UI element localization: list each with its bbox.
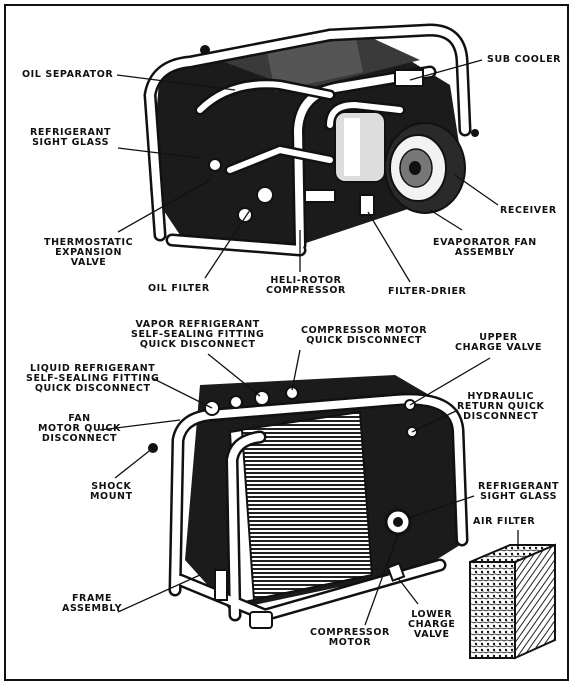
label-evaporator-fan-assembly: EVAPORATOR FAN ASSEMBLY xyxy=(433,237,537,258)
label-liquid-refrigerant-fitting: LIQUID REFRIGERANT SELF-SEALING FITTING … xyxy=(26,363,160,394)
label-oil-separator: OIL SEPARATOR xyxy=(22,69,114,80)
leader-vapor-fitting xyxy=(207,353,261,397)
leader-receiver xyxy=(454,174,499,206)
leader-upper-charge-valve xyxy=(409,357,491,406)
label-shock-mount: SHOCK MOUNT xyxy=(90,481,133,502)
label-air-filter: AIR FILTER xyxy=(473,516,536,527)
leader-sub-cooler xyxy=(409,59,483,81)
label-fan-motor-quick-disconnect: FAN MOTOR QUICK DISCONNECT xyxy=(38,413,121,444)
label-filter-drier: FILTER-DRIER xyxy=(388,286,467,297)
label-upper-charge-valve: UPPER CHARGE VALVE xyxy=(455,332,543,353)
label-oil-filter: OIL FILTER xyxy=(148,283,210,294)
label-sub-cooler: SUB COOLER xyxy=(487,54,562,65)
label-compressor-motor-quick-disconnect: COMPRESSOR MOTOR QUICK DISCONNECT xyxy=(301,325,428,346)
leader-oil-filter xyxy=(204,209,251,279)
leader-expansion-valve xyxy=(117,179,211,233)
lower-unit-drawing xyxy=(148,375,469,629)
label-refrigerant-sight-glass-bottom: REFRIGERANT SIGHT GLASS xyxy=(478,481,560,502)
leader-shock-mount xyxy=(114,447,154,479)
label-refrigerant-sight-glass-top: REFRIGERANT SIGHT GLASS xyxy=(30,127,112,148)
label-thermostatic-expansion-valve: THERMOSTATIC EXPANSION VALVE xyxy=(44,237,134,268)
leader-evaporator-fan xyxy=(429,209,463,231)
leader-compressor-motor xyxy=(364,533,399,626)
leader-fan-motor-qd xyxy=(99,419,181,431)
air-filter-drawing xyxy=(469,543,556,660)
label-lower-charge-valve: LOWER CHARGE VALVE xyxy=(408,609,456,640)
leader-frame-assembly xyxy=(117,574,201,613)
upper-unit-drawing xyxy=(143,23,479,257)
leader-lower-charge-valve xyxy=(397,577,419,605)
leader-sight-glass-top xyxy=(117,147,201,159)
label-receiver: RECEIVER xyxy=(500,205,557,216)
label-heli-rotor-compressor: HELI-ROTOR COMPRESSOR xyxy=(266,275,346,296)
label-vapor-refrigerant-fitting: VAPOR REFRIGERANT SELF-SEALING FITTING Q… xyxy=(131,319,265,350)
label-frame-assembly: FRAME ASSEMBLY xyxy=(62,593,123,614)
leader-compressor-motor-qd xyxy=(291,349,301,391)
leader-liquid-fitting xyxy=(151,377,213,409)
leader-filter-drier xyxy=(367,211,411,283)
leader-oil-separator xyxy=(116,74,236,91)
leader-sight-glass-bottom xyxy=(407,495,475,519)
leader-hydraulic-return xyxy=(411,409,459,433)
label-compressor-motor: COMPRESSOR MOTOR xyxy=(310,627,390,648)
label-hydraulic-return-quick-disconnect: HYDRAULIC RETURN QUICK DISCONNECT xyxy=(457,391,545,422)
